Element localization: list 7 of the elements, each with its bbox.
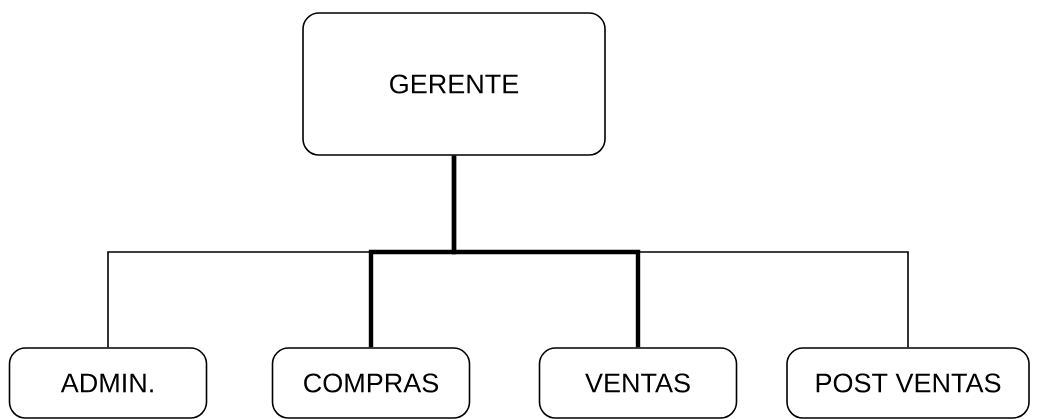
connector-line [451, 155, 641, 348]
org-box: ADMIN. [8, 347, 208, 419]
org-box: VENTAS [538, 347, 738, 419]
org-box: COMPRAS [271, 347, 471, 419]
org-box: POST VENTAS [786, 347, 1030, 419]
org-box: GERENTE [302, 12, 606, 156]
connector-line [453, 155, 909, 348]
